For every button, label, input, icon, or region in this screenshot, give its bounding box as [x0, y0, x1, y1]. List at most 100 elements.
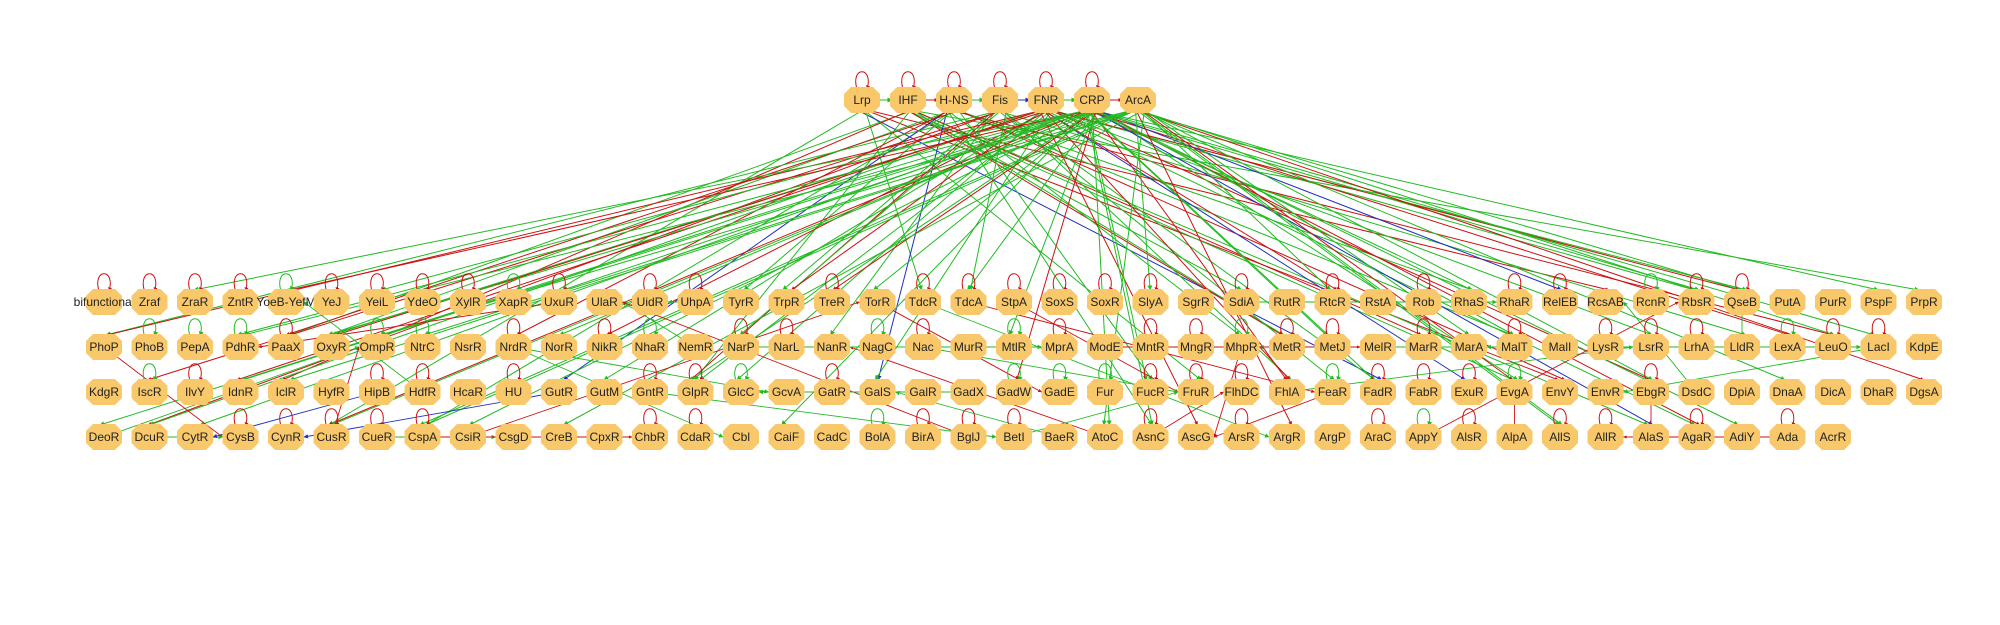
node-shape: [1633, 424, 1669, 450]
node-shape: [1542, 289, 1578, 315]
node-label: TdcR: [909, 295, 938, 309]
node-shape: [814, 334, 850, 360]
node-label: HipB: [364, 385, 390, 399]
node-rob: Rob: [1405, 289, 1442, 315]
node-oxyr: OxyR: [313, 334, 350, 360]
node-cytr: CytR: [177, 424, 213, 450]
node-label: OxyR: [317, 340, 347, 354]
node-label: YoeB-YefM: [256, 295, 315, 309]
self-loop-mngr: [1189, 318, 1204, 337]
node-releb: RelEB: [1542, 289, 1578, 315]
node-arca: ArcA: [1120, 87, 1156, 113]
node-cysb: CysB: [222, 424, 259, 450]
node-label: RcsAB: [1587, 295, 1624, 309]
node-shape: [1496, 424, 1533, 450]
node-label: PhoP: [89, 340, 118, 354]
node-label: SoxS: [1045, 295, 1074, 309]
self-loop-cysb: [233, 408, 249, 427]
node-shape: [268, 289, 304, 315]
node-label: KdpE: [1909, 340, 1938, 354]
node-dcur: DcuR: [131, 424, 168, 450]
node-label: Ada: [1777, 430, 1799, 444]
node-shape: [1587, 379, 1624, 405]
node-cadc: CadC: [814, 424, 850, 450]
edge-crp-to-deor: [99, 109, 1088, 427]
node-shape: [723, 289, 759, 315]
self-loop-cdar: [688, 408, 704, 427]
node-acrr: AcrR: [1815, 424, 1851, 450]
node-crp: CRP: [1074, 87, 1110, 113]
node-marr: MarR: [1405, 334, 1442, 360]
node-shape: [1223, 379, 1260, 405]
node-label: bifunctional: [74, 295, 135, 309]
node-sdia: SdiA: [1223, 289, 1260, 315]
node-shape: [936, 87, 972, 113]
node-galr: GalR: [905, 379, 941, 405]
node-pepa: PepA: [177, 334, 213, 360]
self-loop-bifunctional: [97, 273, 112, 292]
node-shape: [222, 424, 259, 450]
node-label: TreR: [819, 295, 846, 309]
self-loop-asnc: [1143, 408, 1159, 427]
self-loop-slya: [1143, 273, 1159, 292]
node-nhar: NhaR: [632, 334, 668, 360]
node-shape: [1405, 334, 1442, 360]
node-lldr: LldR: [1724, 334, 1760, 360]
node-cusr: CusR: [313, 424, 350, 450]
edge-crp-to-atoc: [1091, 109, 1112, 426]
edge-csir-to-torr: [467, 301, 860, 438]
self-loop-mtlr: [1007, 318, 1023, 337]
node-zrar: ZraR: [177, 289, 213, 315]
node-label: NtrC: [410, 340, 435, 354]
node-label: FruR: [1183, 385, 1210, 399]
edge-crp-to-glpr: [690, 109, 1095, 381]
node-torr: TorR: [859, 289, 896, 315]
node-label: EnvR: [1591, 385, 1621, 399]
node-frur: FruR: [1178, 379, 1214, 405]
self-loop-rbsr: [1689, 273, 1705, 292]
node-label: MelR: [1364, 340, 1392, 354]
node-shape: [313, 424, 350, 450]
self-loop-nrdr: [506, 318, 522, 337]
node-label: ArcA: [1125, 93, 1151, 107]
node-phop: PhoP: [86, 334, 122, 360]
edge-arca-to-rtcr: [1141, 109, 1331, 291]
node-shape: [1405, 289, 1442, 315]
node-shape: [1405, 424, 1442, 450]
node-label: SdiA: [1229, 295, 1254, 309]
node-dgsa: DgsA: [1906, 379, 1942, 405]
node-label: FabR: [1409, 385, 1439, 399]
node-label: MetJ: [1319, 340, 1345, 354]
node-label: MurR: [954, 340, 984, 354]
node-label: SoxR: [1090, 295, 1120, 309]
node-label: BglJ: [957, 430, 980, 444]
edge-crp-to-adiy: [1094, 109, 1739, 426]
node-fhla: FhlA: [1269, 379, 1305, 405]
node-qseb: QseB: [1724, 289, 1760, 315]
node-nrdr: NrdR: [495, 334, 532, 360]
node-shape: [222, 334, 259, 360]
node-alas: AlaS: [1633, 424, 1669, 450]
node-label: YdeO: [407, 295, 438, 309]
edge-arca-to-argr: [1135, 109, 1293, 426]
node-shape: [859, 334, 896, 360]
node-label: AllS: [1549, 430, 1570, 444]
node-label: NarP: [727, 340, 754, 354]
node-shape: [131, 379, 168, 405]
node-shape: [586, 289, 623, 315]
node-slya: SlyA: [1132, 289, 1169, 315]
node-shape: [996, 424, 1032, 450]
self-loop-tdcr: [916, 273, 931, 292]
node-label: GutR: [545, 385, 573, 399]
node-label: AcrR: [1820, 430, 1847, 444]
node-shape: [768, 334, 805, 360]
node-label: AdiY: [1729, 430, 1754, 444]
edge-lrp-to-tdcr: [864, 109, 923, 291]
edge-crp-to-caif: [781, 109, 1090, 426]
node-label: ExuR: [1454, 385, 1484, 399]
node-shape: [131, 424, 168, 450]
edge-arca-to-leuo: [1137, 109, 1835, 336]
self-loop-fadr: [1371, 363, 1386, 382]
node-label: LrhA: [1684, 340, 1709, 354]
node-shape: [632, 289, 668, 315]
